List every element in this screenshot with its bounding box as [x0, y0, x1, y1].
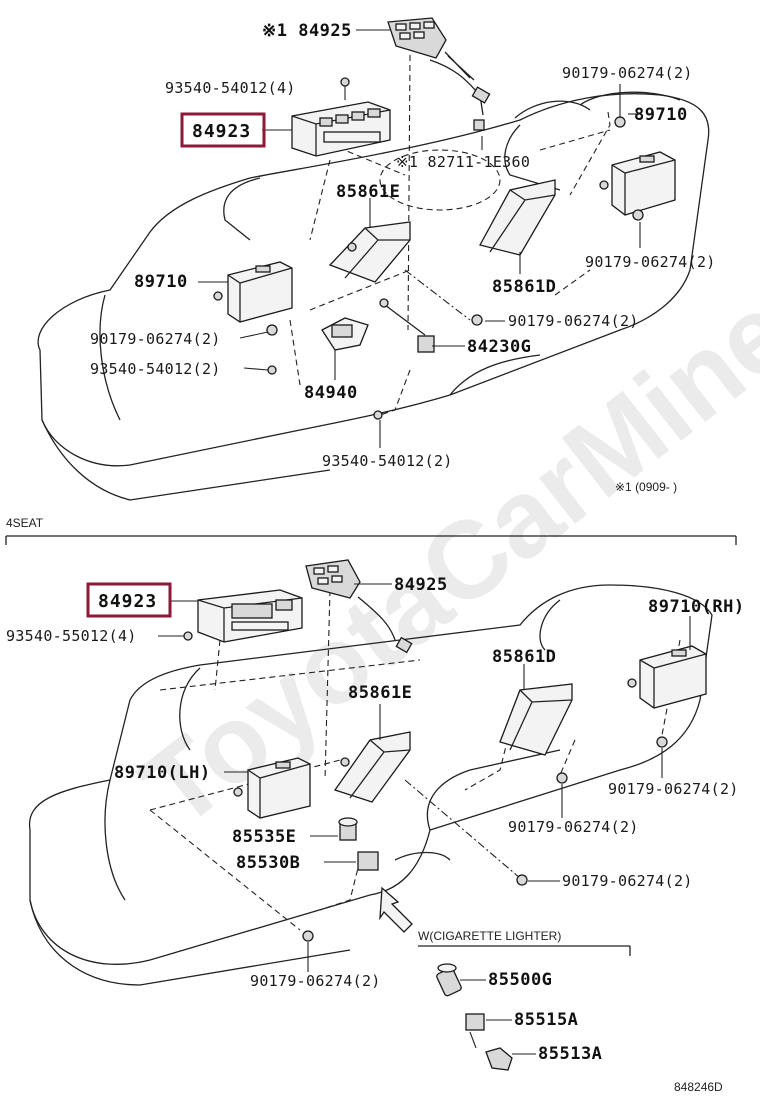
clip-icon — [473, 119, 485, 131]
screw-icon — [373, 410, 383, 420]
nut-icon — [632, 209, 644, 221]
label-93540-bottom: 93540-55012(4) — [6, 627, 137, 645]
top-leaders — [198, 29, 642, 448]
watermark-text: ToyotaCarMine — [120, 270, 760, 851]
highlight-box-84923-bottom — [86, 582, 172, 618]
label-89710-right: 89710 — [634, 105, 688, 125]
part-84925-remote-bottom — [305, 559, 413, 654]
highlight-box-84923 — [180, 112, 266, 148]
label-84925: ※1 84925 — [262, 21, 352, 41]
part-84925-remote — [387, 17, 491, 104]
label-90179-right-bottom: 90179-06274(2) — [585, 253, 716, 271]
label-84923[interactable]: 84923 — [192, 121, 251, 142]
label-90179-low: 90179-06274(2) — [562, 872, 693, 890]
label-89710-lh: 89710(LH) — [114, 763, 211, 783]
label-84940: 84940 — [304, 383, 358, 403]
screw-icon — [267, 365, 277, 375]
top-labels: ※1 84925 93540-54012(4) 84923 90179-0627… — [90, 21, 716, 494]
direction-arrow-icon — [379, 886, 413, 933]
label-90179-right-bottom-section: 90179-06274(2) — [608, 780, 739, 798]
label-85535E: 85535E — [232, 827, 296, 847]
part-85861D-bottom — [499, 683, 573, 756]
label-85500G: 85500G — [488, 970, 552, 990]
part-89710-left — [227, 261, 293, 323]
label-85861D: 85861D — [492, 277, 556, 297]
label-93540-left: 93540-54012(2) — [90, 360, 221, 378]
label-85513A: 85513A — [538, 1044, 602, 1064]
label-90179-left: 90179-06274(2) — [90, 330, 221, 348]
nut-icon — [599, 180, 609, 190]
applicability-note: ※1 (0909- ) — [615, 480, 677, 494]
lighter-inset-title: W(CIGARETTE LIGHTER) — [418, 929, 561, 943]
nut-icon — [556, 772, 568, 784]
bottom-leaders — [158, 583, 691, 972]
diagram-code: 848246D — [674, 1080, 723, 1094]
label-85861E: 85861E — [336, 182, 400, 202]
label-84925-bottom: 84925 — [394, 575, 448, 595]
label-93540-top: 93540-54012(4) — [165, 79, 296, 97]
part-89710-rh — [639, 645, 707, 709]
part-89710-lh — [247, 757, 311, 819]
nut-icon — [516, 874, 528, 886]
label-84230G: 84230G — [467, 337, 531, 357]
part-85515A — [465, 1013, 485, 1031]
nut-icon — [471, 314, 483, 326]
part-84923-controller-bottom — [197, 589, 303, 643]
part-85530B — [357, 851, 379, 871]
top-seat-illustration — [37, 17, 710, 501]
label-85530B: 85530B — [236, 853, 300, 873]
part-89710-right — [611, 151, 676, 216]
bottom-seat-illustration — [28, 559, 713, 986]
label-85861D-bottom: 85861D — [492, 647, 556, 667]
label-89710-rh: 89710(RH) — [648, 597, 745, 617]
label-82711: ※1 82711-1E360 — [396, 153, 530, 171]
nut-icon — [302, 930, 314, 942]
bottom-labels: 84923 84925 93540-55012(4) 89710(RH) 858… — [6, 575, 745, 990]
part-85861D — [479, 179, 556, 256]
label-93540-bottom: 93540-54012(2) — [322, 452, 453, 470]
section-title: 4SEAT — [6, 516, 44, 530]
screw-icon — [183, 631, 193, 641]
nut-icon — [656, 736, 668, 748]
label-90179-mid-bottom: 90179-06274(2) — [508, 818, 639, 836]
nut-icon — [266, 324, 278, 336]
part-85861E — [328, 221, 411, 283]
part-84923-controller — [291, 101, 391, 157]
part-85513A — [485, 1047, 513, 1071]
cigarette-lighter-inset: W(CIGARETTE LIGHTER) 85500G 85515A 85513… — [418, 929, 631, 1071]
label-90179-top-right: 90179-06274(2) — [562, 64, 693, 82]
watermark: ToyotaCarMine — [120, 270, 760, 851]
label-90179-mid: 90179-06274(2) — [508, 312, 639, 330]
screw-icon — [340, 77, 350, 87]
part-84230G — [417, 335, 435, 353]
label-89710-left: 89710 — [134, 272, 188, 292]
label-84923-bottom[interactable]: 84923 — [98, 591, 157, 612]
label-85861E-bottom: 85861E — [348, 683, 412, 703]
label-90179-bottom: 90179-06274(2) — [250, 972, 381, 990]
label-85515A: 85515A — [514, 1010, 578, 1030]
section-divider: 4SEAT — [5, 516, 737, 545]
nut-icon — [614, 116, 626, 128]
